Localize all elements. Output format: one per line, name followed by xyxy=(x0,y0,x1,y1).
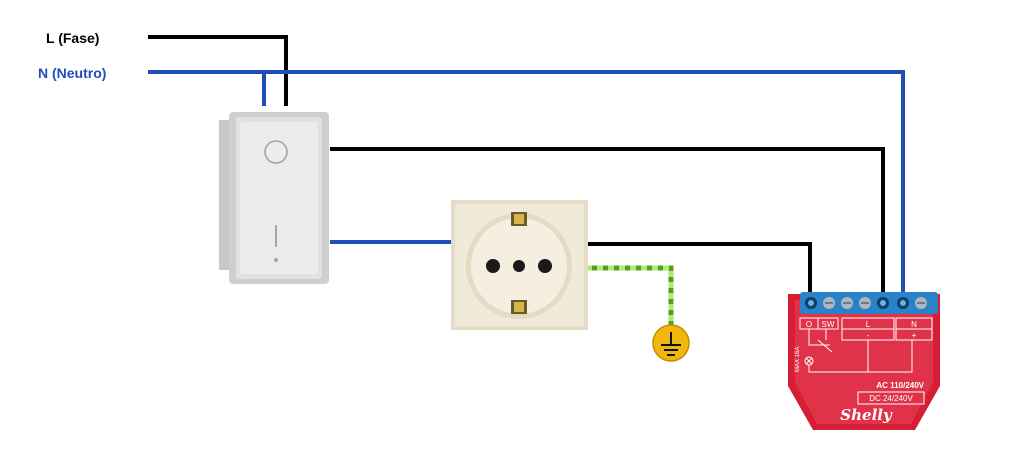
dc-voltage-label: DC 24/240V xyxy=(869,394,913,403)
terminal-label-o: O xyxy=(806,320,812,329)
neutral-label: N (Neutro) xyxy=(38,65,107,81)
terminal-screws xyxy=(805,297,927,309)
phase-label: L (Fase) xyxy=(46,30,100,46)
ac-voltage-label: AC 110/240V xyxy=(876,381,924,390)
terminal-label-sw: SW xyxy=(822,320,835,329)
max-current-label: MAX 16A xyxy=(795,347,801,372)
ground-icon xyxy=(652,324,690,362)
socket-to-relay-output-wire xyxy=(586,242,812,300)
brand-logo: Shelly xyxy=(840,406,893,424)
terminal-sign-minus: - xyxy=(867,331,870,340)
terminal-label-n: N xyxy=(911,320,917,329)
switch-to-relay-wire xyxy=(330,147,885,300)
ground-wire xyxy=(586,265,674,328)
neutral-wire xyxy=(148,70,905,300)
terminal-label-l: L xyxy=(866,320,871,329)
terminal-sign-plus: + xyxy=(912,331,917,340)
schuko-socket-icon[interactable] xyxy=(451,200,588,330)
shelly-relay-icon[interactable]: O SW L N - + MAX 16A AC 110/240V DC 24/2… xyxy=(788,292,940,430)
light-switch-icon[interactable] xyxy=(219,112,329,284)
phase-wire xyxy=(148,35,288,106)
